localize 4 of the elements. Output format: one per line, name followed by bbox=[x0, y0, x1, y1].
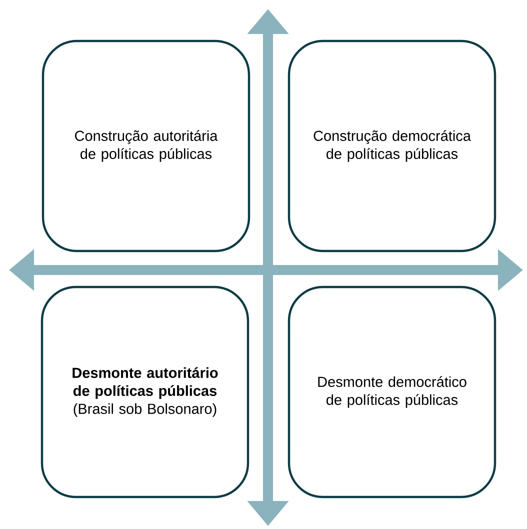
quadrant-box: Desmonte autoritário de políticas públicas (Brasil sob Bolsonaro) bbox=[40, 286, 250, 498]
quadrant-box: Construção autoritária de políticas públicas bbox=[42, 40, 250, 252]
quadrant-box: Desmonte democrático de políticas públicas bbox=[288, 286, 496, 498]
quadrant-box: Construção democrática de políticas públicas bbox=[288, 40, 496, 252]
